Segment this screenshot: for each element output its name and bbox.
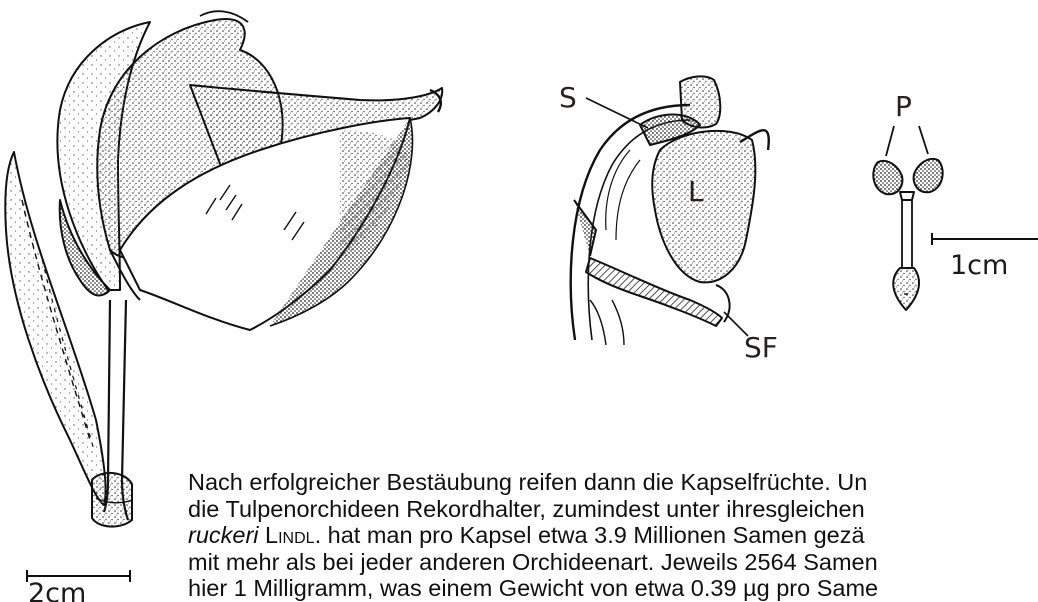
pollinarium-drawing: [873, 126, 942, 310]
species-author: Lindl.: [265, 522, 321, 548]
scale-bar-pollinarium: [932, 233, 1038, 245]
text-line-3: ruckeri Lindl. hat man pro Kapsel etwa 3…: [188, 522, 1038, 549]
text-line-3-rest: hat man pro Kapsel etwa 3.9 Millionen Sa…: [321, 522, 864, 548]
scale-label-flower: 2cm: [28, 580, 86, 602]
text-line-1: Nach erfolgreicher Bestäubung reifen dan…: [188, 469, 1038, 496]
text-line-2: die Tulpenorchideen Rekordhalter, zumind…: [188, 496, 1038, 523]
label-sepal: S: [559, 84, 577, 112]
label-lip-stalk: SF: [744, 334, 778, 362]
body-paragraph: Nach erfolgreicher Bestäubung reifen dan…: [188, 469, 1038, 602]
species-name: ruckeri: [188, 522, 259, 548]
text-line-4: mit mehr als bei jeder anderen Orchideen…: [188, 549, 1038, 576]
flower-drawing: [5, 11, 442, 526]
label-lip: L: [688, 178, 704, 206]
text-line-5: hier 1 Milligramm, was einem Gewicht von…: [188, 575, 1038, 602]
label-pollinia: P: [895, 93, 912, 121]
scale-label-pollinarium: 1cm: [950, 252, 1008, 279]
lip-section-drawing: [571, 76, 769, 345]
